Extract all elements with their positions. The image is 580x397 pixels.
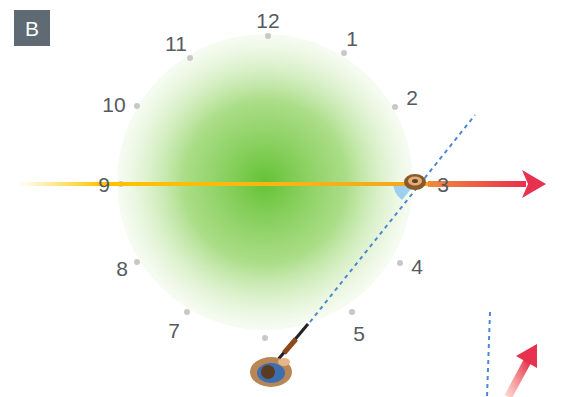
clock-number: 2 xyxy=(406,87,418,108)
clock-number: 3 xyxy=(437,174,449,195)
inset-arrow xyxy=(508,360,528,397)
clock-number: 8 xyxy=(116,258,128,279)
target-path xyxy=(18,182,430,186)
clock-number: 10 xyxy=(102,94,125,115)
inset-aim-line xyxy=(487,312,490,397)
clock-number: 11 xyxy=(165,33,187,54)
arrow-head xyxy=(522,170,546,198)
clock-number: 7 xyxy=(168,320,180,341)
panel-letter-box: B xyxy=(14,10,50,46)
clock-number: 12 xyxy=(256,10,279,31)
inset-arrow-head xyxy=(516,344,537,368)
clay-target xyxy=(404,174,426,190)
shooter-figure xyxy=(250,324,308,387)
clock-dots xyxy=(118,33,403,341)
panel-letter: B xyxy=(25,18,39,39)
clock-number: 1 xyxy=(346,28,358,49)
clock-number: 4 xyxy=(411,256,423,277)
aim-line xyxy=(310,115,475,322)
clock-number: 5 xyxy=(353,323,365,344)
clock-number: 9 xyxy=(98,174,110,195)
